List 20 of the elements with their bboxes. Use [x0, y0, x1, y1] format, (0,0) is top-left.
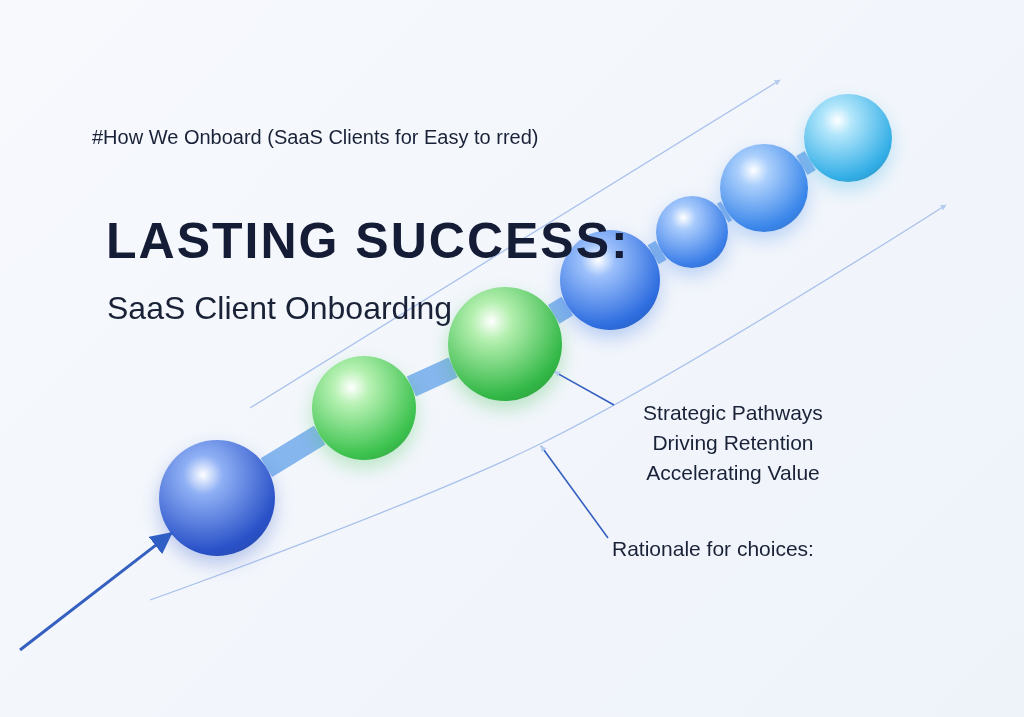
arrow — [19, 532, 173, 652]
sphere-node — [804, 94, 892, 182]
connector-tube — [260, 425, 326, 478]
sphere-node — [656, 196, 728, 268]
arrow — [553, 371, 615, 406]
connector-tube — [547, 296, 574, 324]
arrow — [540, 445, 609, 539]
hashtag-heading: #How We Onboard (SaaS Clients for Easy to rred) — [92, 126, 539, 149]
title: LASTING SUCCESS: — [106, 212, 630, 270]
sphere-node — [159, 440, 275, 556]
connector-tube — [796, 151, 816, 175]
callout-text: Strategic Pathways Driving Retention Accelerating Value — [618, 398, 848, 488]
connector-tube — [406, 357, 458, 397]
sphere-node — [312, 356, 416, 460]
connector-tube — [647, 240, 667, 265]
sphere-node — [448, 287, 562, 401]
connector-tube — [717, 201, 733, 223]
subtitle: SaaS Client Onboarding — [107, 290, 453, 327]
callout-text: Rationale for choices: — [612, 534, 842, 564]
sphere-node — [720, 144, 808, 232]
